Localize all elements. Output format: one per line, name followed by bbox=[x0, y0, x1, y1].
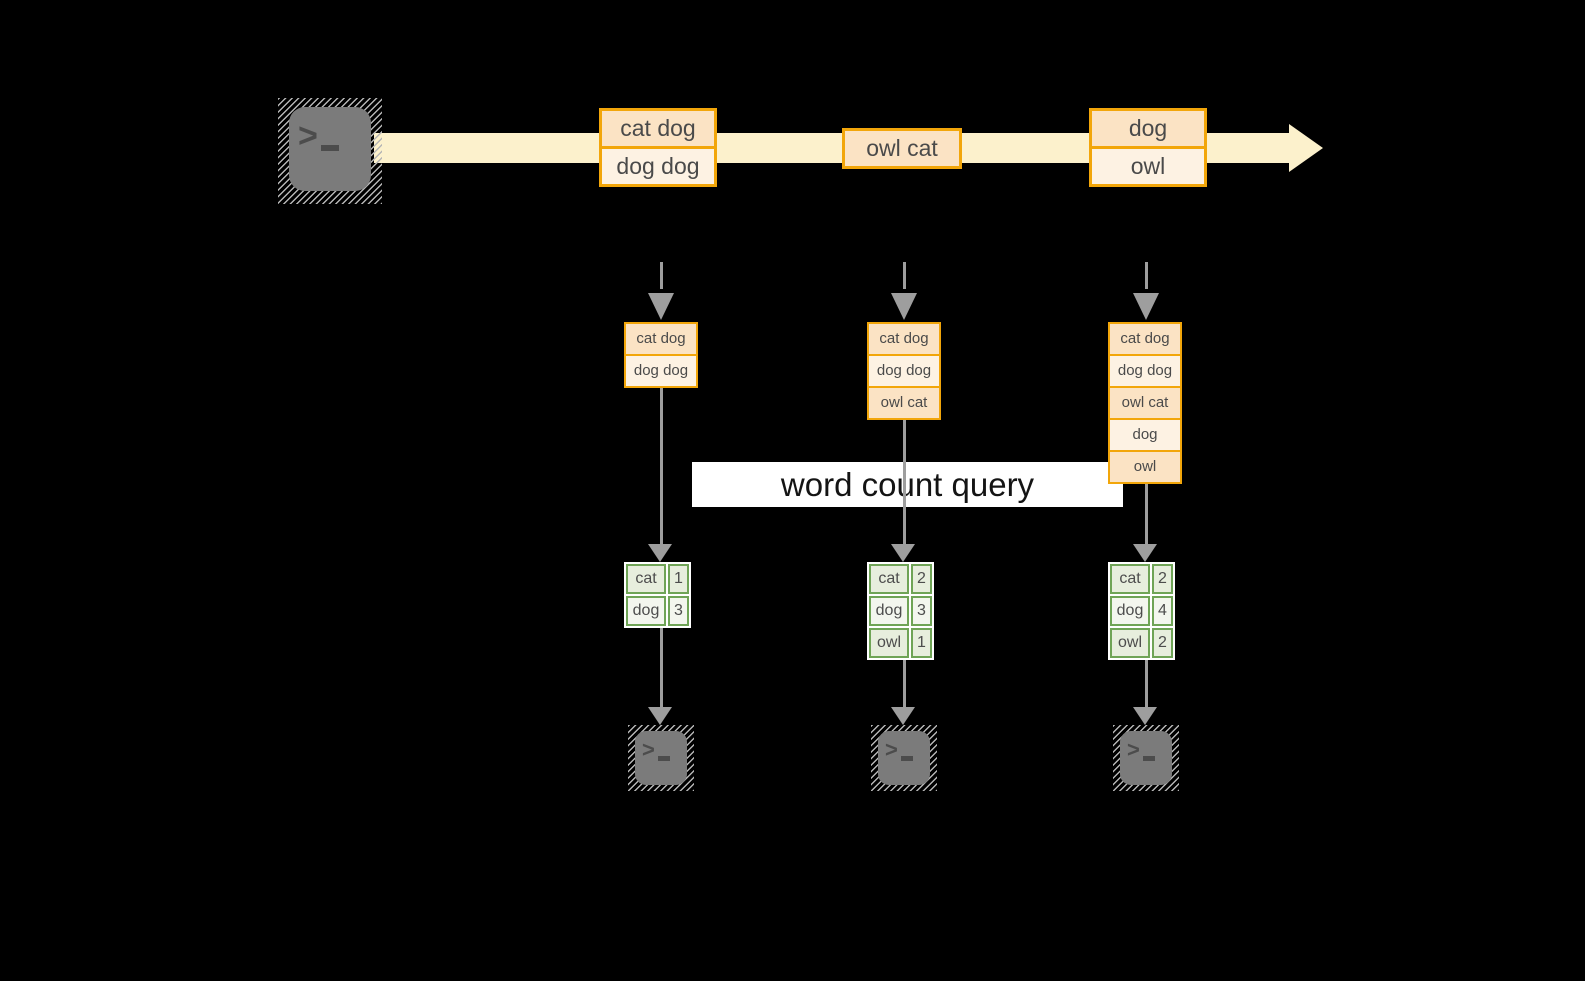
stream-timeline-arrowhead-icon bbox=[1289, 124, 1323, 172]
terminal-cursor-icon bbox=[901, 756, 913, 761]
connector-arrow-head-icon bbox=[1133, 544, 1157, 562]
count-word-cell: dog bbox=[869, 596, 909, 626]
count-value-cell: 4 bbox=[1152, 596, 1173, 626]
terminal-icon: > bbox=[878, 731, 930, 785]
terminal-prompt-chevron-icon: > bbox=[885, 737, 898, 762]
state-row: dog dog bbox=[1110, 354, 1180, 386]
terminal-prompt-chevron-icon: > bbox=[642, 737, 655, 762]
state-row: cat dog bbox=[1110, 324, 1180, 354]
connector-arrow-head-icon bbox=[648, 707, 672, 725]
terminal-prompt-chevron-icon: > bbox=[298, 117, 318, 155]
terminal-icon: > bbox=[1120, 731, 1172, 785]
dashed-arrow-head-icon bbox=[1133, 293, 1159, 320]
event-row: cat dog bbox=[602, 111, 714, 146]
connector-line bbox=[902, 660, 906, 707]
connector-line bbox=[1144, 484, 1148, 544]
count-word-cell: dog bbox=[1110, 596, 1150, 626]
count-table-2: cat 2 dog 3 owl 1 bbox=[867, 562, 934, 660]
state-row: owl cat bbox=[1110, 386, 1180, 418]
terminal-icon: > bbox=[289, 107, 371, 191]
dashed-arrow-head-icon bbox=[648, 293, 674, 320]
state-box-3: cat dog dog dog owl cat dog owl bbox=[1108, 322, 1182, 484]
state-row: cat dog bbox=[626, 324, 696, 354]
count-word-cell: cat bbox=[1110, 564, 1150, 594]
count-table-3: cat 2 dog 4 owl 2 bbox=[1108, 562, 1175, 660]
state-row: dog bbox=[1110, 418, 1180, 450]
query-banner-label: word count query bbox=[780, 465, 1035, 503]
terminal-cursor-icon bbox=[1143, 756, 1155, 761]
connector-line bbox=[659, 628, 663, 707]
dashed-arrow-line bbox=[1144, 262, 1148, 289]
count-value-cell: 2 bbox=[911, 564, 932, 594]
event-row: dog dog bbox=[602, 146, 714, 184]
state-row: cat dog bbox=[869, 324, 939, 354]
count-value-cell: 2 bbox=[1152, 564, 1173, 594]
event-box-3: dog owl bbox=[1089, 108, 1207, 187]
output-terminal-hatch: > bbox=[628, 725, 694, 791]
event-box-1: cat dog dog dog bbox=[599, 108, 717, 187]
count-word-cell: dog bbox=[626, 596, 666, 626]
state-row: dog dog bbox=[869, 354, 939, 386]
connector-arrow-head-icon bbox=[1133, 707, 1157, 725]
source-terminal-hatch: > bbox=[278, 98, 382, 204]
dashed-arrow-line bbox=[902, 262, 906, 289]
count-value-cell: 2 bbox=[1152, 628, 1173, 658]
connector-line bbox=[1144, 660, 1148, 707]
connector-line bbox=[659, 388, 663, 544]
count-word-cell: owl bbox=[1110, 628, 1150, 658]
count-value-cell: 1 bbox=[911, 628, 932, 658]
output-terminal-hatch: > bbox=[871, 725, 937, 791]
output-terminal-hatch: > bbox=[1113, 725, 1179, 791]
state-row: owl cat bbox=[869, 386, 939, 418]
event-row: owl cat bbox=[845, 131, 959, 166]
state-box-2: cat dog dog dog owl cat bbox=[867, 322, 941, 420]
state-row: owl bbox=[1110, 450, 1180, 482]
connector-arrow-head-icon bbox=[891, 544, 915, 562]
terminal-prompt-chevron-icon: > bbox=[1127, 737, 1140, 762]
event-row: dog bbox=[1092, 111, 1204, 146]
terminal-cursor-icon bbox=[321, 145, 339, 151]
query-banner: word count query bbox=[692, 462, 1123, 507]
state-row: dog dog bbox=[626, 354, 696, 386]
dashed-arrow-line bbox=[659, 262, 663, 289]
terminal-cursor-icon bbox=[658, 756, 670, 761]
dashed-arrow-head-icon bbox=[891, 293, 917, 320]
count-value-cell: 3 bbox=[911, 596, 932, 626]
connector-arrow-head-icon bbox=[891, 707, 915, 725]
connector-arrow-head-icon bbox=[648, 544, 672, 562]
count-word-cell: cat bbox=[869, 564, 909, 594]
event-box-2: owl cat bbox=[842, 128, 962, 169]
state-box-1: cat dog dog dog bbox=[624, 322, 698, 388]
count-word-cell: owl bbox=[869, 628, 909, 658]
count-value-cell: 3 bbox=[668, 596, 689, 626]
count-value-cell: 1 bbox=[668, 564, 689, 594]
terminal-icon: > bbox=[635, 731, 687, 785]
event-row: owl bbox=[1092, 146, 1204, 184]
count-table-1: cat 1 dog 3 bbox=[624, 562, 691, 628]
count-word-cell: cat bbox=[626, 564, 666, 594]
connector-line bbox=[902, 420, 906, 544]
